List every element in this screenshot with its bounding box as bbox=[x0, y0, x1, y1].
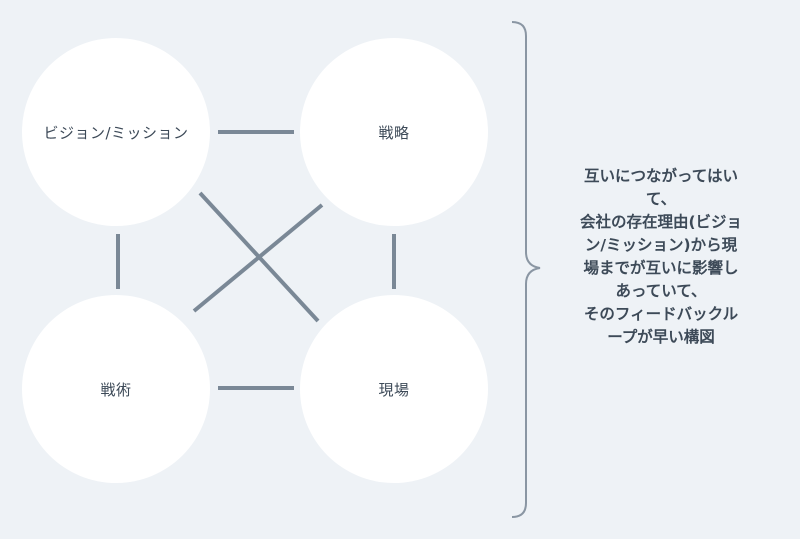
node-vision-mission: ビジョン/ミッション bbox=[22, 38, 210, 226]
description-line: ン/ミッション)から現 bbox=[584, 236, 738, 254]
node-field-label: 現場 bbox=[378, 380, 410, 399]
description-line: 互いにつながってはい bbox=[584, 167, 738, 185]
node-field: 現場 bbox=[300, 295, 488, 483]
node-vision-mission-label: ビジョン/ミッション bbox=[43, 123, 189, 142]
node-strategy: 戦略 bbox=[300, 38, 488, 226]
description-text: 互いにつながってはい て、 会社の存在理由(ビジョ ン/ミッション)から現 場ま… bbox=[558, 165, 764, 349]
description-line: ープが早い構図 bbox=[607, 328, 715, 346]
description-line: 場までが互いに影響し bbox=[583, 259, 739, 277]
connector-strategy-tactics bbox=[192, 203, 324, 313]
node-tactics-label: 戦術 bbox=[100, 380, 132, 399]
description-line: 会社の存在理由(ビジョ bbox=[579, 213, 743, 231]
description-line: そのフィードバックル bbox=[583, 305, 739, 323]
node-strategy-label: 戦略 bbox=[378, 123, 410, 142]
description-line: あっていて、 bbox=[615, 282, 707, 300]
curly-brace bbox=[511, 21, 541, 518]
description-line: て、 bbox=[645, 190, 677, 208]
node-tactics: 戦術 bbox=[22, 295, 210, 483]
